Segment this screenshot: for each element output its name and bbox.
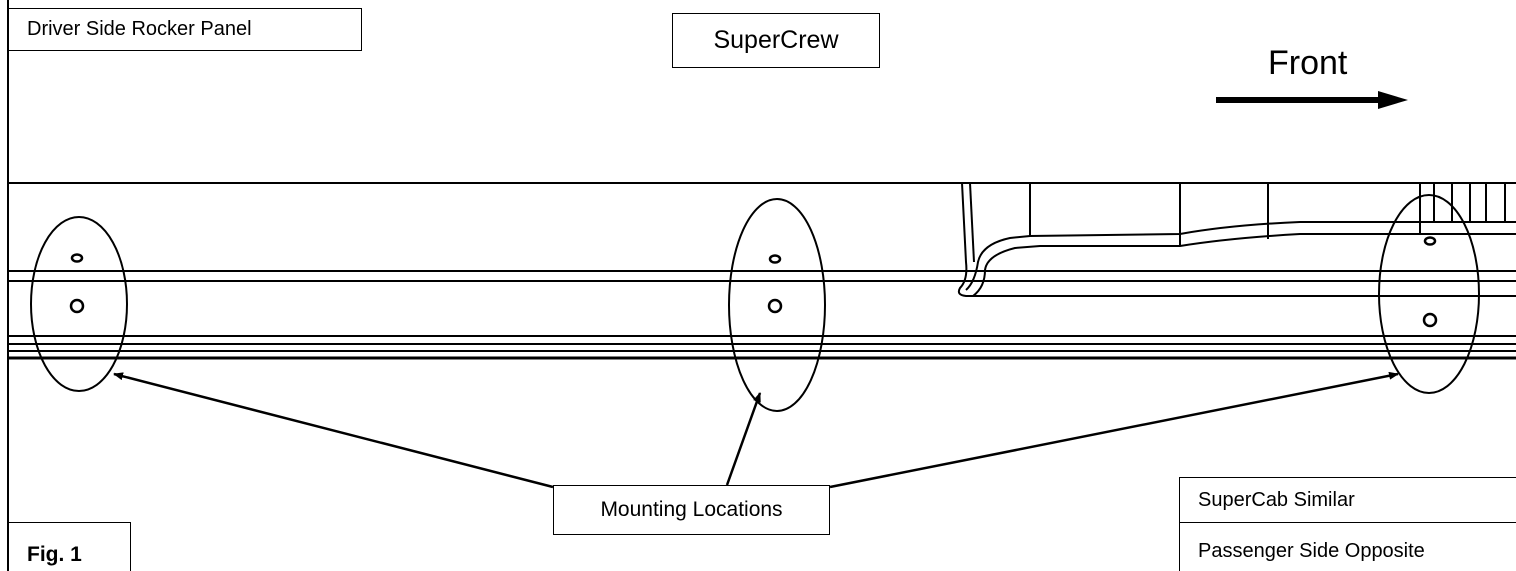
mounting-hole <box>1422 312 1438 328</box>
note-text: SuperCab Similar <box>1198 489 1355 511</box>
figure-label-text: Fig. 1 <box>27 543 82 566</box>
front-direction-label: Front <box>1268 44 1348 82</box>
note-supercab: SuperCab Similar <box>1179 477 1516 524</box>
mounting-locations-callout: Mounting Locations <box>553 485 830 535</box>
cab-step-detail <box>957 182 1516 297</box>
mounting-location-right <box>1378 194 1480 394</box>
mounting-hole <box>70 253 84 263</box>
arrow-right-icon <box>1216 91 1408 109</box>
mounting-location-center <box>728 198 826 412</box>
mounting-hole <box>767 298 783 314</box>
model-label-text: SuperCrew <box>713 26 839 54</box>
outer-frame <box>7 0 1516 571</box>
note-passenger-side: Passenger Side Opposite <box>1179 522 1516 571</box>
diagram-title: Driver Side Rocker Panel <box>8 8 362 51</box>
note-text: Passenger Side Opposite <box>1198 540 1425 562</box>
mounting-location-left <box>30 216 128 392</box>
callout-leaders <box>113 371 1399 489</box>
mounting-hole <box>1423 236 1437 246</box>
callout-text: Mounting Locations <box>600 498 783 521</box>
mounting-hole <box>768 254 782 264</box>
figure-label: Fig. 1 <box>8 522 131 571</box>
rocker-rails <box>8 270 1516 360</box>
diagram-title-text: Driver Side Rocker Panel <box>27 18 252 40</box>
model-label: SuperCrew <box>672 13 880 68</box>
mounting-hole <box>69 298 85 314</box>
